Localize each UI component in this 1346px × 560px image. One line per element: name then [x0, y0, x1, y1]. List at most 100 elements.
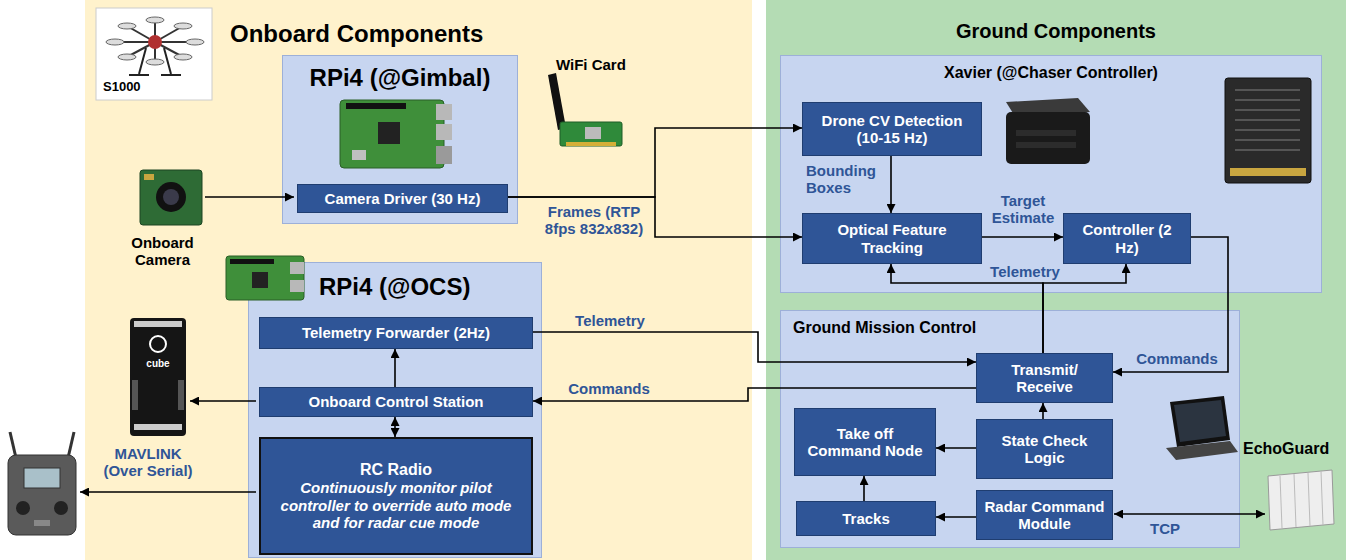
drone-illustration	[129, 48, 181, 75]
box-label: State Check Logic	[983, 432, 1106, 467]
connector-arrow	[1113, 237, 1228, 372]
raspberry-pi-illustration	[436, 124, 452, 140]
drone-illustration	[146, 17, 164, 23]
drone-illustration	[118, 54, 136, 60]
rc-transmitter-illustration	[8, 432, 76, 535]
xavier-module-illustration	[1235, 129, 1300, 131]
edge-group	[395, 128, 1228, 517]
box-title: Ground Components	[766, 20, 1346, 43]
laptop-illustration	[1174, 400, 1226, 442]
box-label: Controller (2 Hz)	[1070, 221, 1184, 256]
wifi-card-illustration	[566, 142, 616, 146]
flight-controller-illustration	[132, 380, 138, 410]
box-title: RPi4 (@Gimbal)	[283, 64, 517, 92]
box-label: Optical Feature Tracking	[809, 221, 975, 256]
xavier-devkit-illustration	[1006, 112, 1090, 164]
box-label: Drone CV Detection (10-15 Hz)	[809, 112, 975, 147]
rc-transmitter-illustration	[54, 501, 68, 515]
connector-arrow	[394, 417, 396, 437]
box-label: Tracks	[842, 510, 890, 527]
xavier-module-illustration	[1225, 78, 1311, 183]
raspberry-pi-illustration	[436, 146, 452, 164]
flight-controller-illustration	[134, 424, 182, 430]
drone-illustration	[106, 17, 204, 65]
drone-illustration	[129, 74, 149, 76]
box-label: Camera Driver (30 Hz)	[325, 190, 481, 207]
raspberry-pi-illustration	[230, 259, 274, 264]
connector-arrow	[533, 332, 976, 362]
box-label: Radar Command Module	[983, 498, 1106, 533]
rc-transmitter-illustration	[24, 468, 60, 488]
device-box: RPi4 (@OCS)Telemetry Forwarder (2Hz)Onbo…	[248, 262, 542, 558]
raspberry-pi-illustration	[340, 100, 444, 168]
drone-illustration	[164, 48, 171, 74]
process-box: Take off Command Node	[794, 408, 936, 476]
edge-label: Commands	[1132, 350, 1222, 367]
flight-controller-illustration	[130, 318, 186, 436]
edge-label: Bounding Boxes	[806, 162, 888, 197]
mavlink-wire	[190, 400, 256, 402]
raspberry-pi-illustration	[340, 100, 452, 168]
rc-transmitter-illustration	[34, 520, 50, 526]
raspberry-pi-illustration	[378, 122, 400, 144]
edge-label-holder: Frames (RTP 8fps 832x832)	[538, 203, 650, 238]
rc-transmitter-illustration	[68, 432, 74, 458]
connector-arrow	[936, 447, 976, 449]
flight-controller-illustration	[150, 336, 166, 352]
xavier-devkit-illustration	[1006, 98, 1090, 164]
process-box: Telemetry Forwarder (2Hz)	[259, 317, 533, 349]
drone-illustration	[115, 20, 195, 62]
part-name: WiFi Card	[556, 56, 646, 73]
drone-illustration	[174, 23, 192, 29]
connector-arrow	[890, 156, 892, 213]
drone-illustration	[186, 39, 204, 45]
radar-illustration	[1280, 476, 1282, 528]
edge-label: Telemetry	[985, 263, 1065, 280]
process-box: Camera Driver (30 Hz)	[297, 184, 508, 213]
flight-controller-illustration	[178, 380, 184, 410]
signal-name: TCP	[1150, 520, 1200, 537]
raspberry-pi-illustration	[252, 272, 268, 288]
box-title: Xavier (@Chaser Controller)	[781, 64, 1321, 82]
edge-label-holder: Commands	[566, 380, 652, 397]
part-name-holder: WiFi Card	[556, 56, 646, 73]
process-box: Drone CV Detection (10-15 Hz)	[802, 102, 982, 156]
xavier-module-illustration	[1235, 149, 1300, 151]
box-label: Take off Command Node	[801, 425, 929, 460]
wifi-card-illustration	[585, 127, 601, 139]
raspberry-pi-illustration	[436, 104, 452, 120]
drone-illustration	[106, 39, 124, 45]
rc-transmitter-illustration	[8, 455, 76, 535]
edge-label-holder: Target Estimate	[986, 192, 1060, 227]
wire	[80, 197, 1265, 514]
raspberry-pi-illustration	[346, 103, 406, 109]
tcp-wire	[1114, 513, 1265, 515]
process-box: Transmit/ Receive	[976, 353, 1113, 403]
rc-transmitter-illustration	[16, 501, 30, 515]
xavier-devkit-illustration	[1016, 130, 1076, 136]
drone-illustration	[139, 48, 146, 74]
raspberry-pi-illustration	[226, 256, 304, 300]
process-box: RC RadioContinuously monitor pilot contr…	[259, 437, 533, 555]
radar-illustration	[1268, 470, 1334, 530]
camera-wire	[205, 196, 294, 198]
process-box: Controller (2 Hz)	[1063, 213, 1191, 264]
connector-arrow	[394, 349, 396, 387]
camera-illustration	[144, 174, 154, 180]
device-box: Ground Mission ControlTransmit/ ReceiveT…	[780, 310, 1240, 548]
drone-illustration	[146, 59, 164, 65]
raspberry-pi-illustration	[352, 150, 366, 160]
xavier-module-illustration	[1235, 109, 1300, 111]
edge-label: Target Estimate	[986, 192, 1060, 227]
camera-illustration	[156, 182, 186, 212]
drone-illustration	[148, 35, 162, 49]
box-title: Ground Mission Control	[781, 319, 1239, 337]
camera-illustration	[140, 170, 202, 225]
drone-illustration	[118, 23, 136, 29]
radar-illustration	[1280, 471, 1323, 528]
flight-controller-illustration	[134, 321, 182, 327]
radar-illustration	[1321, 471, 1323, 525]
wifi-card-illustration	[548, 73, 622, 146]
